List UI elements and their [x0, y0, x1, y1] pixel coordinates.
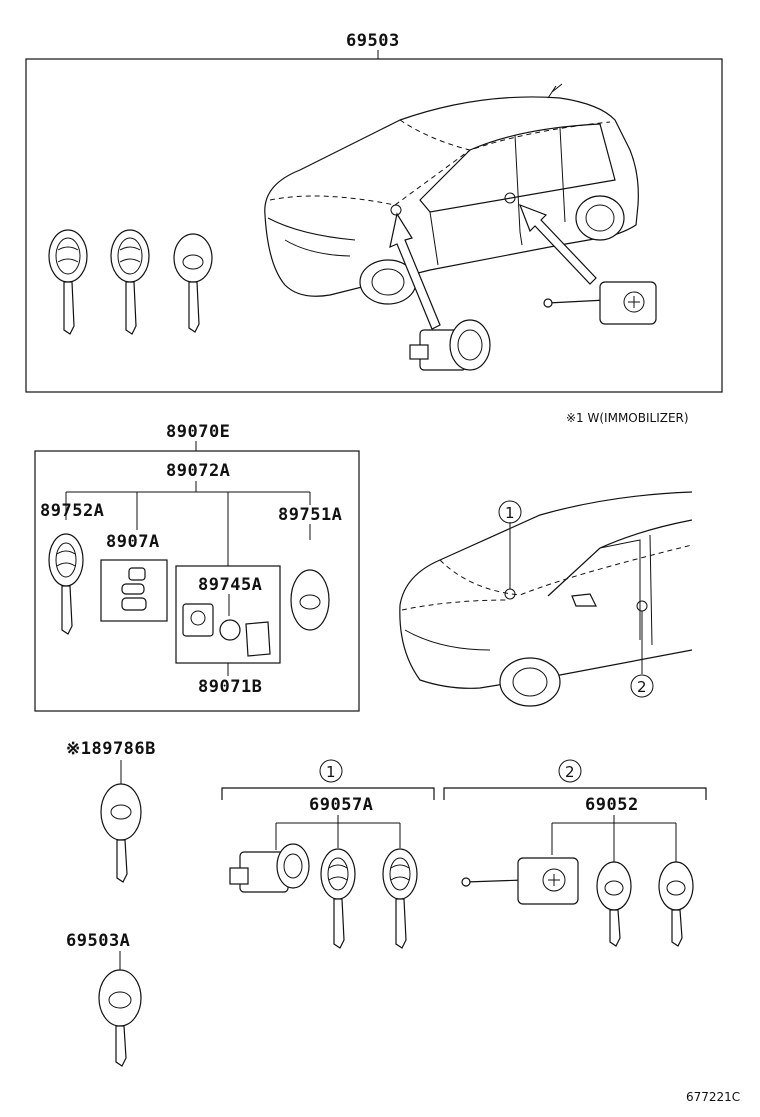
label-key-blank-note: ※189786B [66, 739, 156, 759]
immobilizer-note: ※1 W(IMMOBILIZER) [566, 411, 689, 425]
label-master-key: 69503A [66, 931, 130, 951]
master-key-icon [173, 233, 213, 333]
smart-key-icon [110, 229, 150, 335]
key-blank-icon [100, 783, 142, 883]
label-case: 8907A [106, 532, 160, 552]
callout-2-icon [630, 674, 654, 698]
key-blank-icon [596, 861, 632, 947]
label-kit: 89070E [166, 422, 230, 442]
group-2-bracket [443, 787, 707, 800]
label-assy-top: 69503 [346, 31, 400, 51]
ignition-cylinder-icon [229, 843, 310, 893]
ref-number-1-group: 1 [326, 763, 336, 781]
callout-2-icon [558, 759, 582, 783]
smart-key-icon [48, 229, 88, 335]
ref-number-1: 1 [505, 504, 515, 522]
smart-key-icon [48, 533, 84, 635]
label-key-right: 89751A [278, 505, 342, 525]
callout-1-icon [498, 500, 522, 524]
door-cylinder-icon [543, 281, 657, 325]
label-door-set: 69052 [585, 795, 639, 815]
label-module: 89071B [198, 677, 262, 697]
key-case-icon [121, 567, 147, 611]
pointer-arrow-icon [518, 203, 597, 285]
callout-1-icon [319, 759, 343, 783]
ignition-cylinder-icon [409, 319, 491, 371]
label-transponder: 89745A [198, 575, 262, 595]
case-frame [100, 559, 168, 622]
cover-icon [245, 621, 271, 657]
vehicle-outline-icon [399, 491, 693, 707]
circuit-board-icon [182, 603, 214, 637]
label-sub-kit: 89072A [166, 461, 230, 481]
pointer-arrow-icon [389, 212, 441, 330]
ref-number-2: 2 [637, 678, 647, 696]
label-ignition-set: 69057A [309, 795, 373, 815]
smart-key-icon [320, 848, 356, 949]
vehicle-outline-icon [264, 83, 639, 305]
assy-top-frame [25, 58, 723, 393]
ref-number-2-group: 2 [565, 763, 575, 781]
master-key-icon [98, 969, 142, 1067]
diagram-code: 677221C [686, 1090, 740, 1104]
smart-key-icon [382, 848, 418, 949]
remote-fob-icon [290, 569, 330, 631]
label-key-left: 89752A [40, 501, 104, 521]
battery-icon [219, 619, 241, 641]
group-1-bracket [221, 787, 435, 800]
key-blank-icon [658, 861, 694, 947]
door-cylinder-icon [461, 857, 579, 905]
kit-frame [34, 450, 360, 712]
